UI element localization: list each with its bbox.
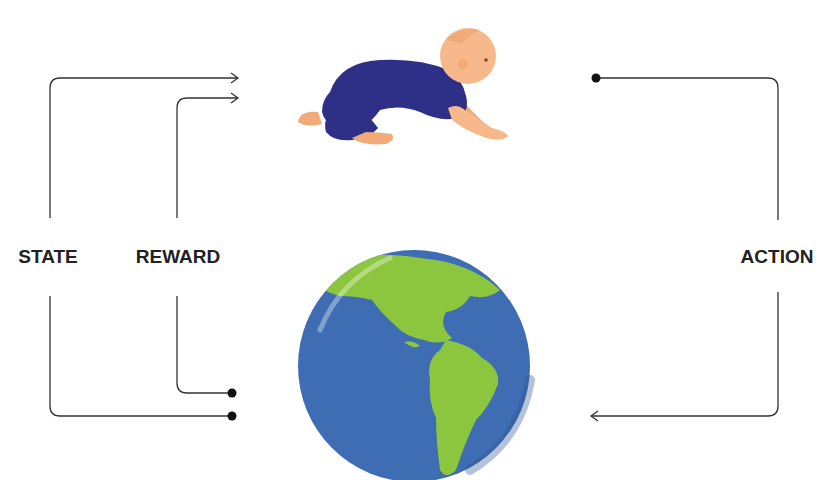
action-label: ACTION — [738, 245, 817, 270]
arrowhead — [231, 93, 238, 103]
earth-illustration — [298, 250, 530, 480]
action-line-lower — [591, 292, 778, 416]
reward-line-lower — [177, 296, 232, 393]
reward-label: REWARD — [133, 245, 223, 270]
state-line-lower — [50, 296, 232, 416]
state-label: STATE — [15, 245, 80, 270]
action-line-upper — [596, 78, 778, 220]
arrowhead — [591, 411, 598, 421]
reward-line-upper — [177, 98, 238, 218]
arrowhead — [231, 73, 238, 83]
baby-illustration — [298, 28, 508, 144]
state-line-upper — [50, 78, 238, 218]
